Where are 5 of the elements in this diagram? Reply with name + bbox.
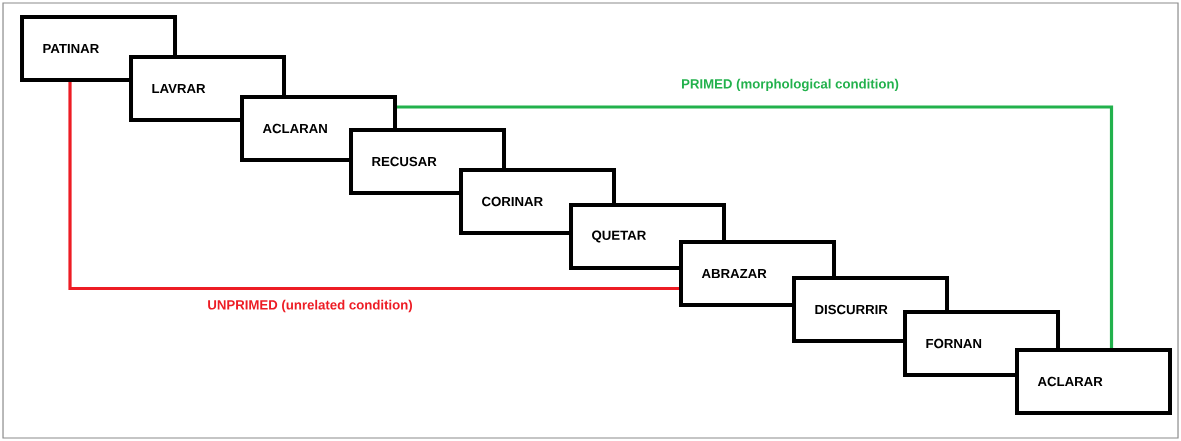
word-box: ACLARAR [1015,348,1172,415]
connector-line [68,82,679,291]
edge-label: PRIMED (morphological condition) [679,76,901,94]
edge-label: UNPRIMED (unrelated condition) [205,297,415,315]
connector-line [397,105,1114,348]
